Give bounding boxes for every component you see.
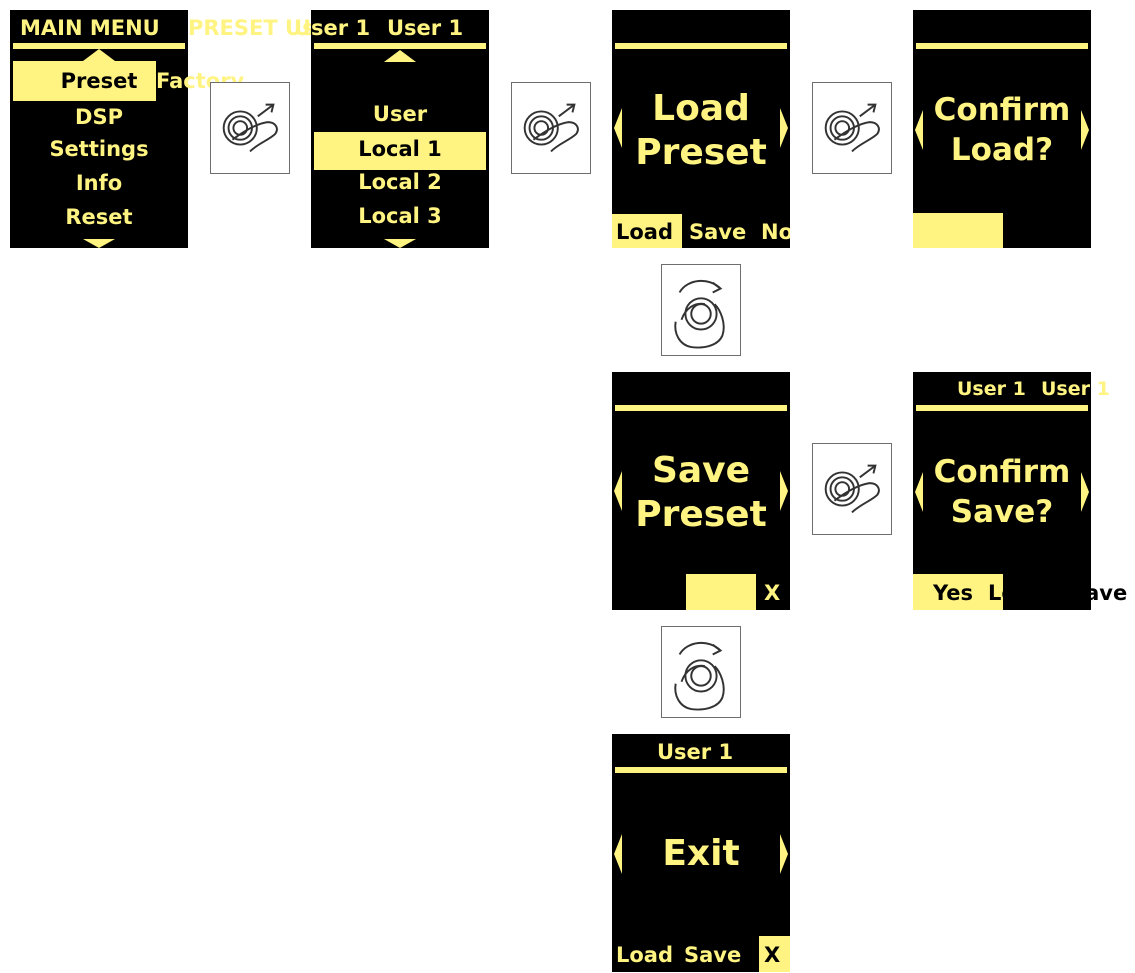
scroll-up-arrow-icon <box>384 50 416 62</box>
save-preset-screen: Save Preset X <box>612 372 790 610</box>
list-item-local-3[interactable]: Local 3 <box>358 204 442 228</box>
softkey-yes[interactable]: Yes <box>933 581 974 605</box>
exit-screen: User 1 Exit Load Save X <box>612 734 790 972</box>
confirm-load-screen: Confirm Load? <box>913 10 1091 248</box>
overflow-softkey-save: Save <box>1070 581 1128 605</box>
scroll-down-arrow-icon <box>384 239 416 248</box>
nav-right-arrow-icon <box>1081 472 1089 512</box>
knob-rotate-icon <box>661 264 741 356</box>
softkey-load[interactable]: Load <box>616 943 674 967</box>
knob-push-icon <box>523 103 579 153</box>
softkey-highlight <box>612 214 682 248</box>
selection-highlight <box>314 132 486 170</box>
save-preset-line-1: Save <box>651 450 751 491</box>
softkey-exit-x[interactable]: X <box>764 581 781 605</box>
softkey-highlight <box>759 936 790 972</box>
load-preset-line-2: Preset <box>635 132 767 173</box>
nav-right-arrow-icon <box>780 108 788 148</box>
nav-left-arrow-icon <box>915 472 923 512</box>
exit-label: Exit <box>662 833 740 874</box>
nav-left-arrow-icon <box>614 471 622 511</box>
knob-push-icon <box>812 82 892 174</box>
softkey-exit-x[interactable]: X <box>764 943 781 967</box>
exit-title: User 1 <box>657 740 734 764</box>
list-item-label: Local 1 <box>358 137 442 161</box>
softkey-no[interactable]: No <box>761 220 790 244</box>
softkey-highlight[interactable] <box>686 574 756 610</box>
save-preset-line-2: Preset <box>635 494 767 535</box>
list-item-user[interactable]: User <box>372 102 428 126</box>
confirm-load-line-1: Confirm <box>933 92 1071 128</box>
confirm-load-line-2: Load? <box>950 132 1054 168</box>
menu-item-preset[interactable]: Preset <box>10 67 188 95</box>
menu-item-label: Preset <box>60 69 138 93</box>
softkey-save[interactable]: Save <box>689 220 747 244</box>
nav-left-arrow-icon <box>614 108 622 148</box>
header-rule <box>314 43 486 49</box>
nav-left-arrow-icon <box>915 110 923 150</box>
confirm-save-screen: User 1 Confirm Save? Yes <box>913 372 1091 610</box>
nav-right-arrow-icon <box>780 471 788 511</box>
overflow-title-user-1: User 1 <box>294 16 371 40</box>
list-item-local-1[interactable]: Local 1 <box>311 135 489 163</box>
nav-left-arrow-icon <box>614 834 622 874</box>
header-rule <box>615 405 787 411</box>
softkey-load[interactable]: Load <box>616 220 674 244</box>
overflow-title-user-1: User 1 <box>1041 378 1110 400</box>
load-preset-screen: Load Preset Load Save No <box>612 10 790 248</box>
header-rule <box>615 767 787 773</box>
knob-push-icon <box>812 443 892 535</box>
softkey-highlight[interactable] <box>913 213 1003 248</box>
preset-list-title: User 1 <box>387 16 464 40</box>
selection-highlight <box>13 61 156 101</box>
softkey-highlight <box>913 574 1003 610</box>
knob-rotate-icon <box>674 642 725 711</box>
knob-push-icon <box>824 103 880 153</box>
main-menu-screen: MAIN MENU Preset DSP Settings Info Reset <box>10 10 188 248</box>
knob-push-icon <box>210 82 290 174</box>
overflow-softkey-load: Load <box>988 581 1046 605</box>
load-preset-line-1: Load <box>652 88 750 129</box>
scroll-down-arrow-icon <box>83 239 115 248</box>
knob-push-icon <box>824 464 880 514</box>
knob-push-icon <box>511 82 591 174</box>
header-rule <box>916 405 1088 411</box>
overflow-softkey-no: No <box>1034 581 1067 605</box>
list-item-local-2[interactable]: Local 2 <box>358 170 442 194</box>
nav-right-arrow-icon <box>1081 110 1089 150</box>
knob-rotate-icon <box>674 280 725 349</box>
scroll-up-arrow-icon <box>83 49 115 61</box>
header-rule <box>13 43 185 49</box>
confirm-save-line-1: Confirm <box>933 454 1071 490</box>
main-menu-title: MAIN MENU <box>20 16 160 40</box>
softkey-save[interactable]: Save <box>684 943 742 967</box>
menu-item-dsp[interactable]: DSP <box>75 105 123 129</box>
menu-item-reset[interactable]: Reset <box>65 205 133 229</box>
confirm-save-title: User 1 <box>957 378 1026 400</box>
confirm-save-line-2: Save? <box>950 494 1054 530</box>
knob-rotate-icon <box>661 626 741 718</box>
menu-item-settings[interactable]: Settings <box>49 137 149 161</box>
header-rule <box>615 43 787 49</box>
preset-list-screen: User 1 User Local 1 Local 2 Local 3 <box>311 10 489 248</box>
menu-item-info[interactable]: Info <box>75 171 123 195</box>
knob-push-icon <box>222 103 278 153</box>
nav-right-arrow-icon <box>780 834 788 874</box>
header-rule <box>916 43 1088 49</box>
